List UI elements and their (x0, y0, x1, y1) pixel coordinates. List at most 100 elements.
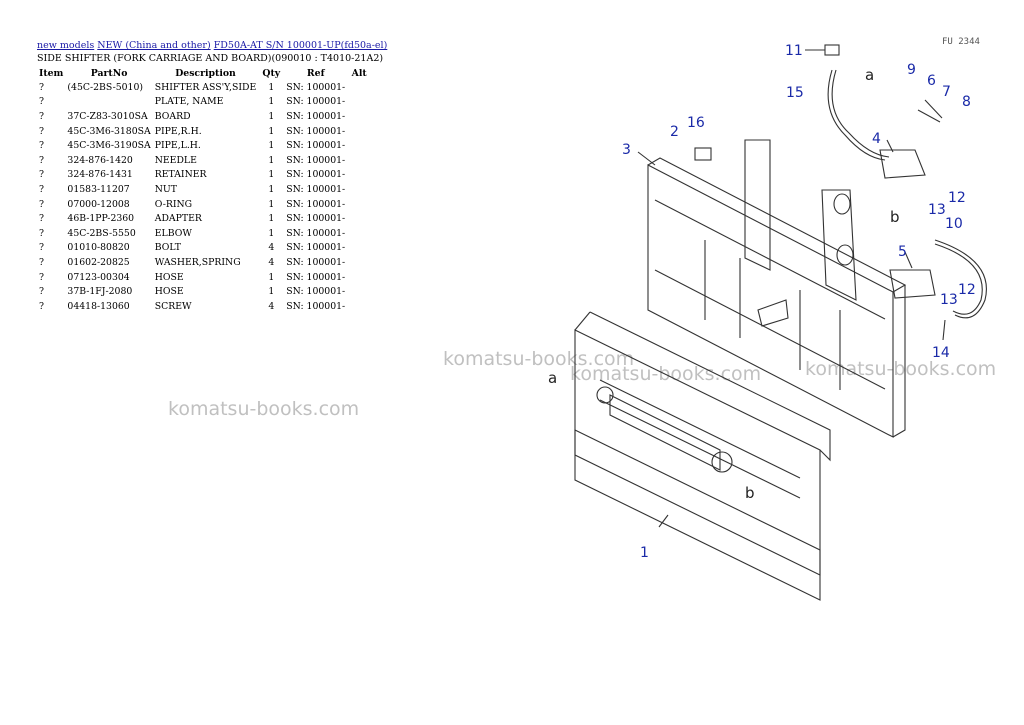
cell-item: ? (39, 198, 44, 210)
callout-9: 9 (907, 62, 916, 78)
board-top-edge (647, 157, 907, 293)
cell-description: O-RING (154, 198, 193, 210)
letter-b-bottom: b (745, 484, 755, 502)
cell-partno: 07000-12008 (67, 198, 130, 210)
cell-description: SHIFTER ASS'Y,SIDE (154, 81, 257, 93)
breadcrumb-link-new-china[interactable]: NEW (China and other) (97, 40, 211, 51)
header-description: Description (175, 67, 236, 79)
cell-qty: 4 (268, 242, 275, 254)
cell-ref: SN: 100001- (286, 271, 346, 283)
callout-5: 5 (898, 244, 907, 260)
cell-ref: SN: 100001- (286, 286, 346, 298)
callout-14: 14 (932, 345, 950, 361)
header-partno: PartNo (90, 67, 128, 79)
cell-partno: (45C-2BS-5010) (67, 81, 144, 93)
hose-15 (827, 69, 886, 161)
cell-ref: SN: 100001- (286, 242, 346, 254)
board-side-edge (892, 285, 906, 438)
header-ref: Ref (306, 67, 325, 79)
cell-partno: 45C-3M6-3180SA (67, 125, 151, 137)
cell-ref: SN: 100001- (286, 169, 346, 181)
cell-item: ? (39, 110, 44, 122)
callout-8: 8 (962, 94, 971, 110)
cell-qty: 1 (268, 110, 275, 122)
cell-qty: 1 (268, 286, 275, 298)
leader-lines (637, 49, 946, 528)
callout-10: 10 (945, 216, 963, 232)
cell-item: ? (39, 227, 44, 239)
callout-12b: 12 (958, 282, 976, 298)
cell-partno: 37C-Z83-3010SA (67, 110, 148, 122)
cell-description: ELBOW (154, 227, 192, 239)
cell-ref: SN: 100001- (286, 81, 346, 93)
callout-12: 12 (948, 190, 966, 206)
header-alt: Alt (351, 67, 367, 79)
cell-ref: SN: 100001- (286, 300, 346, 312)
left-bracket (744, 139, 771, 271)
cell-partno: 324-876-1431 (67, 169, 133, 181)
table-row: ? 37C-Z83-3010SA BOARD 1 SN: 100001- (37, 109, 371, 124)
cell-qty: 1 (268, 125, 275, 137)
callout-3: 3 (622, 142, 631, 158)
cell-ref: SN: 100001- (286, 140, 346, 152)
breadcrumb-link-model[interactable]: FD50A-AT S/N 100001-UP(fd50a-el) (213, 40, 388, 51)
cell-ref: SN: 100001- (286, 110, 346, 122)
cell-qty: 1 (268, 227, 275, 239)
cell-partno: 324-876-1420 (67, 154, 133, 166)
cell-partno: 37B-1FJ-2080 (67, 286, 133, 298)
letter-a-top: a (865, 66, 874, 84)
cell-description: RETAINER (154, 169, 207, 181)
cell-partno: 04418-13060 (67, 300, 130, 312)
cell-qty: 1 (268, 213, 275, 225)
cell-partno: 01602-20825 (67, 256, 130, 268)
hose-15-outer (831, 69, 890, 158)
cell-description: PIPE,R.H. (154, 125, 202, 137)
cell-ref: SN: 100001- (286, 154, 346, 166)
callout-16: 16 (687, 115, 705, 131)
cell-qty: 1 (268, 271, 275, 283)
carriage-corner (574, 311, 591, 331)
cell-description: BOARD (154, 110, 191, 122)
letter-b-top: b (890, 208, 900, 226)
callout-1: 1 (640, 545, 649, 561)
cell-ref: SN: 100001- (286, 227, 346, 239)
cell-description: PLATE, NAME (154, 96, 224, 108)
carriage-outline (574, 329, 821, 576)
cell-item: ? (39, 300, 44, 312)
breadcrumb-link-new-models[interactable]: new models (37, 40, 95, 51)
cell-qty: 1 (268, 96, 275, 108)
cell-description: NEEDLE (154, 154, 197, 166)
cylinder-rod-end (596, 386, 614, 404)
callout-13: 13 (928, 202, 946, 218)
cell-partno: 46B-1PP-2360 (67, 213, 135, 225)
cell-description: ADAPTER (154, 213, 202, 225)
cell-partno: 01010-80820 (67, 242, 130, 254)
parts-table: Item PartNo Description Qty Ref Alt ?(45… (37, 66, 371, 314)
cell-qty: 1 (268, 140, 275, 152)
callout-6: 6 (927, 73, 936, 89)
callout-15: 15 (786, 85, 804, 101)
cell-qty: 1 (268, 183, 275, 195)
cell-partno: 45C-3M6-3190SA (67, 140, 151, 152)
cell-item: ? (39, 271, 44, 283)
figure-id: FU 2344 (942, 37, 980, 47)
callout-2: 2 (670, 124, 679, 140)
cell-description: WASHER,SPRING (154, 256, 241, 268)
plate-2 (694, 147, 712, 161)
cell-description: HOSE (154, 271, 184, 283)
cell-partno: 45C-2BS-5550 (67, 227, 136, 239)
cell-ref: SN: 100001- (286, 256, 346, 268)
